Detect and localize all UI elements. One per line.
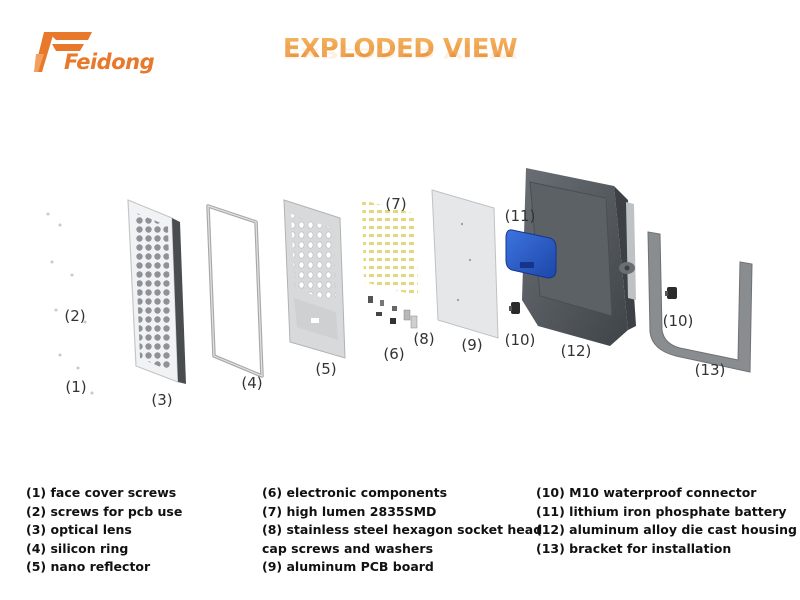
pcb-board [431,189,499,339]
legend-item: (2) screws for pcb use [26,503,183,519]
logo-wordmark: Feidong [64,50,155,74]
legend-item: (6) electronic components [262,485,448,500]
silicon-ring [206,204,264,378]
callout-8: (8) [413,330,435,348]
installation-bracket [647,231,753,373]
callout-3: (3) [151,391,173,409]
exploded-diagram [46,168,753,395]
callout-7: (7) [385,195,407,213]
legend-item: (7) high lumen 2835SMD [262,503,437,519]
callout-13: (13) [694,361,726,379]
callout-12: (12) [560,342,592,360]
electronic-components [368,296,397,324]
optical-lens [127,199,186,384]
callout-10-left: (10) [504,331,536,349]
page-title: EXPLODED VIEW [0,34,800,64]
brand-logo: Feidong [34,28,155,78]
legend-item: (12) aluminum alloy die cast housing [536,522,797,538]
callout-5: (5) [315,360,337,378]
legend-item: (1) face cover screws [26,485,177,500]
legend-item: (13) bracket for installation [536,540,732,556]
legend-item: (10) M10 waterproof connector [536,485,757,500]
hex-screws [403,309,418,329]
legend-item: (5) nano reflector [26,559,151,575]
callout-6: (6) [383,345,405,363]
lithium-battery [505,229,557,279]
legend-item: (3) optical lens [26,522,132,538]
callout-10-right: (10) [662,312,694,330]
callout-11: (11) [504,207,536,225]
waterproof-connector-right [665,287,677,299]
led-array [362,200,418,296]
die-cast-housing [522,168,636,346]
waterproof-connector-left [509,302,520,314]
callout-4: (4) [241,374,263,392]
legend-item: (4) silicon ring [26,540,129,556]
legend-item: cap screws and washers [262,540,434,556]
legend-column-2: (6) electronic components (7) high lumen… [262,484,542,577]
legend-column-3: (10) M10 waterproof connector (11) lithi… [536,484,797,558]
legend-item: (8) stainless steel hexagon socket head [262,522,543,538]
nano-reflector [283,199,346,359]
legend-item: (9) aluminum PCB board [262,559,434,575]
callout-9: (9) [461,336,483,354]
legend-item: (11) lithium iron phosphate battery [536,503,787,519]
face-cover-screws [46,212,94,395]
legend-column-1: (1) face cover screws (2) screws for pcb… [26,484,182,577]
callout-2: (2) [64,307,86,325]
logo-f-icon [34,32,92,72]
callout-1: (1) [65,378,87,396]
